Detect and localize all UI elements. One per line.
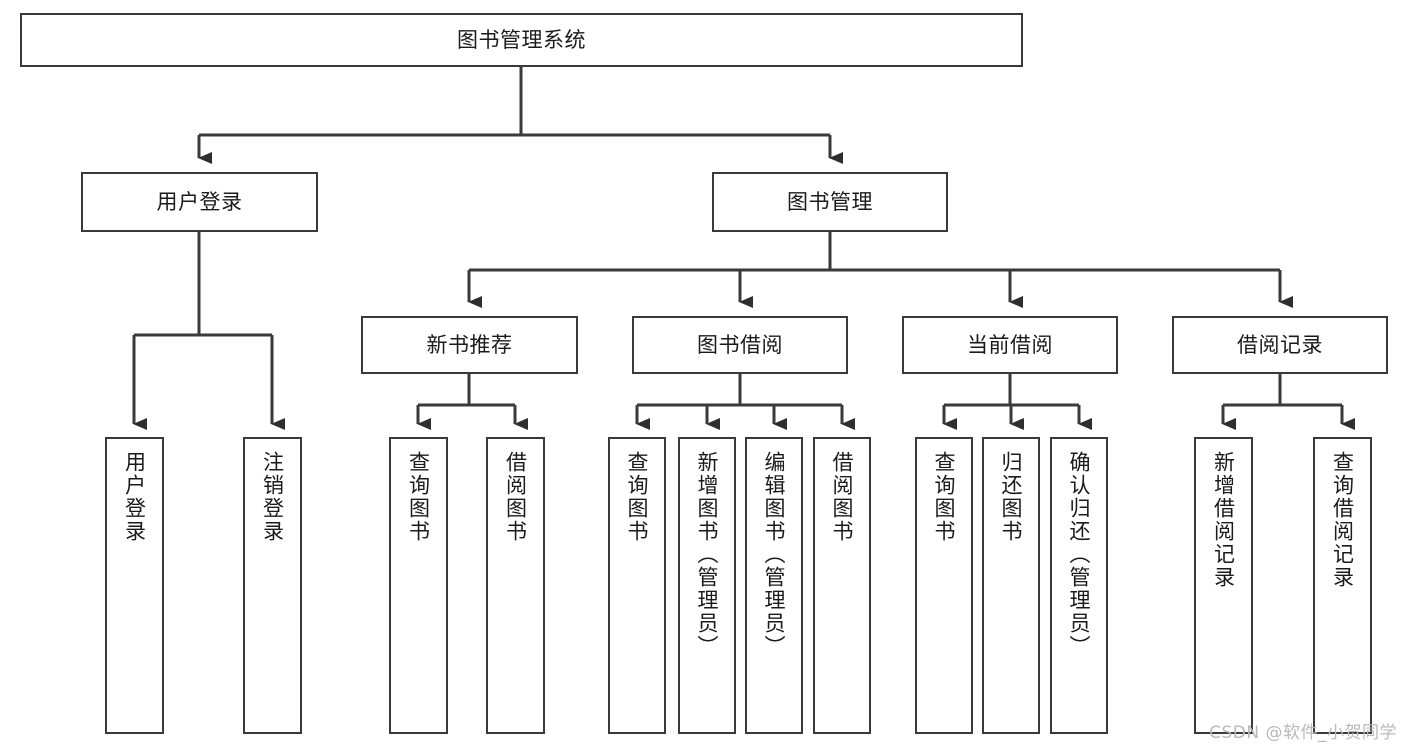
- node-label: 当前借阅: [967, 332, 1053, 357]
- node-label: 注销登录: [260, 451, 285, 543]
- node-label: 借阅记录: [1237, 332, 1323, 357]
- node-book-borrow[interactable]: 图书借阅: [632, 316, 848, 374]
- leaf-confirm-return-admin[interactable]: 确认归还（管理员）: [1050, 437, 1108, 734]
- leaf-query-book-current[interactable]: 查询图书: [915, 437, 973, 734]
- node-label: 查询图书: [406, 451, 431, 543]
- node-label: 用户登录: [122, 451, 147, 543]
- node-label: 用户登录: [156, 189, 243, 214]
- node-label: 查询图书: [625, 451, 650, 543]
- node-label: 新增借阅记录: [1211, 451, 1236, 589]
- node-root-system[interactable]: 图书管理系统: [20, 13, 1023, 67]
- node-label: 图书管理系统: [457, 27, 586, 52]
- leaf-return-book[interactable]: 归还图书: [982, 437, 1040, 734]
- leaf-query-book-recommend[interactable]: 查询图书: [389, 437, 448, 734]
- leaf-query-borrow-record[interactable]: 查询借阅记录: [1313, 437, 1372, 734]
- leaf-query-book-borrow[interactable]: 查询图书: [608, 437, 666, 734]
- node-label: 新增图书（管理员）: [695, 451, 720, 658]
- node-label: 归还图书: [999, 451, 1024, 543]
- leaf-add-book-admin[interactable]: 新增图书（管理员）: [678, 437, 736, 734]
- node-label: 查询图书: [932, 451, 957, 543]
- node-label: 编辑图书（管理员）: [762, 451, 787, 658]
- leaf-add-borrow-record[interactable]: 新增借阅记录: [1194, 437, 1253, 734]
- node-label: 新书推荐: [426, 332, 513, 357]
- node-borrow-record[interactable]: 借阅记录: [1172, 316, 1388, 374]
- leaf-borrow-book[interactable]: 借阅图书: [813, 437, 871, 734]
- leaf-user-logout[interactable]: 注销登录: [243, 437, 302, 734]
- leaf-edit-book-admin[interactable]: 编辑图书（管理员）: [745, 437, 803, 734]
- node-label: 借阅图书: [830, 451, 855, 543]
- leaf-borrow-book-recommend[interactable]: 借阅图书: [486, 437, 545, 734]
- node-label: 图书管理: [787, 189, 873, 214]
- leaf-user-login[interactable]: 用户登录: [105, 437, 164, 734]
- watermark-text: CSDN @软件_小贺同学: [1209, 723, 1397, 743]
- node-label: 借阅图书: [503, 451, 528, 543]
- node-user-login[interactable]: 用户登录: [81, 172, 318, 232]
- node-book-management[interactable]: 图书管理: [712, 172, 948, 232]
- node-new-book-recommend[interactable]: 新书推荐: [361, 316, 578, 374]
- node-current-borrow[interactable]: 当前借阅: [902, 316, 1118, 374]
- node-label: 图书借阅: [697, 332, 783, 357]
- node-label: 确认归还（管理员）: [1067, 451, 1092, 658]
- node-label: 查询借阅记录: [1330, 451, 1355, 589]
